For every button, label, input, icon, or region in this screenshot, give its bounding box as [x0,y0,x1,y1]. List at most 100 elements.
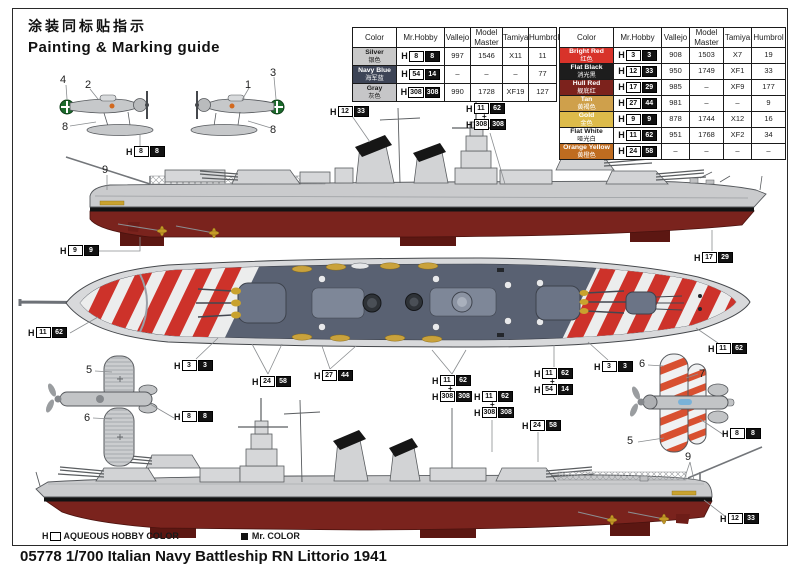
model-master-cell: – [689,79,724,96]
model-master-cell: – [689,95,724,112]
mr-color-number: 3 [641,50,657,61]
model-master-cell: 1546 [470,47,503,66]
vallejo-cell: 951 [661,127,690,144]
model-master-cell: 1768 [689,127,724,144]
column-header: Tamiya [723,27,752,48]
page-frame [12,8,788,546]
aqueous-prefix: H [618,98,625,109]
column-header: Color [352,27,397,48]
color-name-cn: 黄褐色 [577,103,596,111]
color-name-cn: 舰底红 [577,87,596,95]
column-header: Tamiya [502,27,529,48]
humbrol-cell: 127 [528,83,557,102]
title-chinese: 涂装同标贴指示 [28,18,147,34]
mr-color-number: 8 [424,51,440,62]
model-master-cell: 1728 [470,83,503,102]
tamiya-cell: XF2 [723,127,752,144]
column-header: Model Master [689,27,724,48]
side-profile-ship-bottom [35,398,763,538]
color-name-cn: 黄橙色 [577,151,596,159]
humbrol-cell: 11 [528,47,557,66]
mr-color-number: 33 [641,66,657,77]
humbrol-cell: 34 [751,127,786,144]
color-name-en: Bright Red [569,48,604,56]
color-name-en: Navy Blue [358,67,391,75]
color-name-en: Hull Red [572,80,601,88]
tamiya-cell: X7 [723,47,752,64]
mr-color-number: 58 [641,146,657,157]
page-title: 涂装同标贴指示 Painting & Marking guide [28,16,220,56]
color-name-en: Flat White [570,128,603,136]
aqueous-number: 24 [625,146,641,157]
aqueous-prefix: H [401,69,408,80]
aqueous-number: 54 [408,69,424,80]
color-name-cn: 消光黑 [577,71,596,79]
aqueous-prefix: H [618,130,625,141]
model-master-cell: 1503 [689,47,724,64]
mr-color-label: Mr. COLOR [251,531,300,541]
title-english: Painting & Marking guide [28,39,221,56]
aqueous-number: 9 [625,114,641,125]
biplane-top-view-striped [629,353,735,453]
column-header: Vallejo [444,27,471,48]
column-header: Color [559,27,614,48]
humbrol-cell: 177 [751,79,786,96]
mr-color-number: 62 [641,130,657,141]
vallejo-cell: 990 [444,83,471,102]
column-header: Humbrol [528,27,559,48]
column-header: Mr.Hobby [396,27,445,48]
model-master-cell: – [470,65,503,84]
model-master-cell: 1749 [689,63,724,80]
humbrol-cell: 33 [751,63,786,80]
color-name-en: Flat Black [570,64,603,72]
humbrol-cell: 19 [751,47,786,64]
floatplane-side-views [59,91,285,136]
humbrol-cell: 16 [751,111,786,128]
color-name-cn: 金色 [580,119,593,127]
vallejo-cell: 997 [444,47,471,66]
mr-color-square-icon [240,532,248,540]
aqueous-prefix: H [618,82,625,93]
column-header: Model Master [470,27,503,48]
mr-color-number: 308 [424,87,441,98]
vallejo-cell: 878 [661,111,690,128]
color-name-cn: 哑光白 [577,135,596,143]
tamiya-cell: XF9 [723,79,752,96]
model-master-cell: 1744 [689,111,724,128]
color-name-cn: 海军蓝 [365,74,384,82]
deck-plan-view [18,257,751,348]
aqueous-prefix: H [618,50,625,61]
tamiya-cell: X12 [723,111,752,128]
